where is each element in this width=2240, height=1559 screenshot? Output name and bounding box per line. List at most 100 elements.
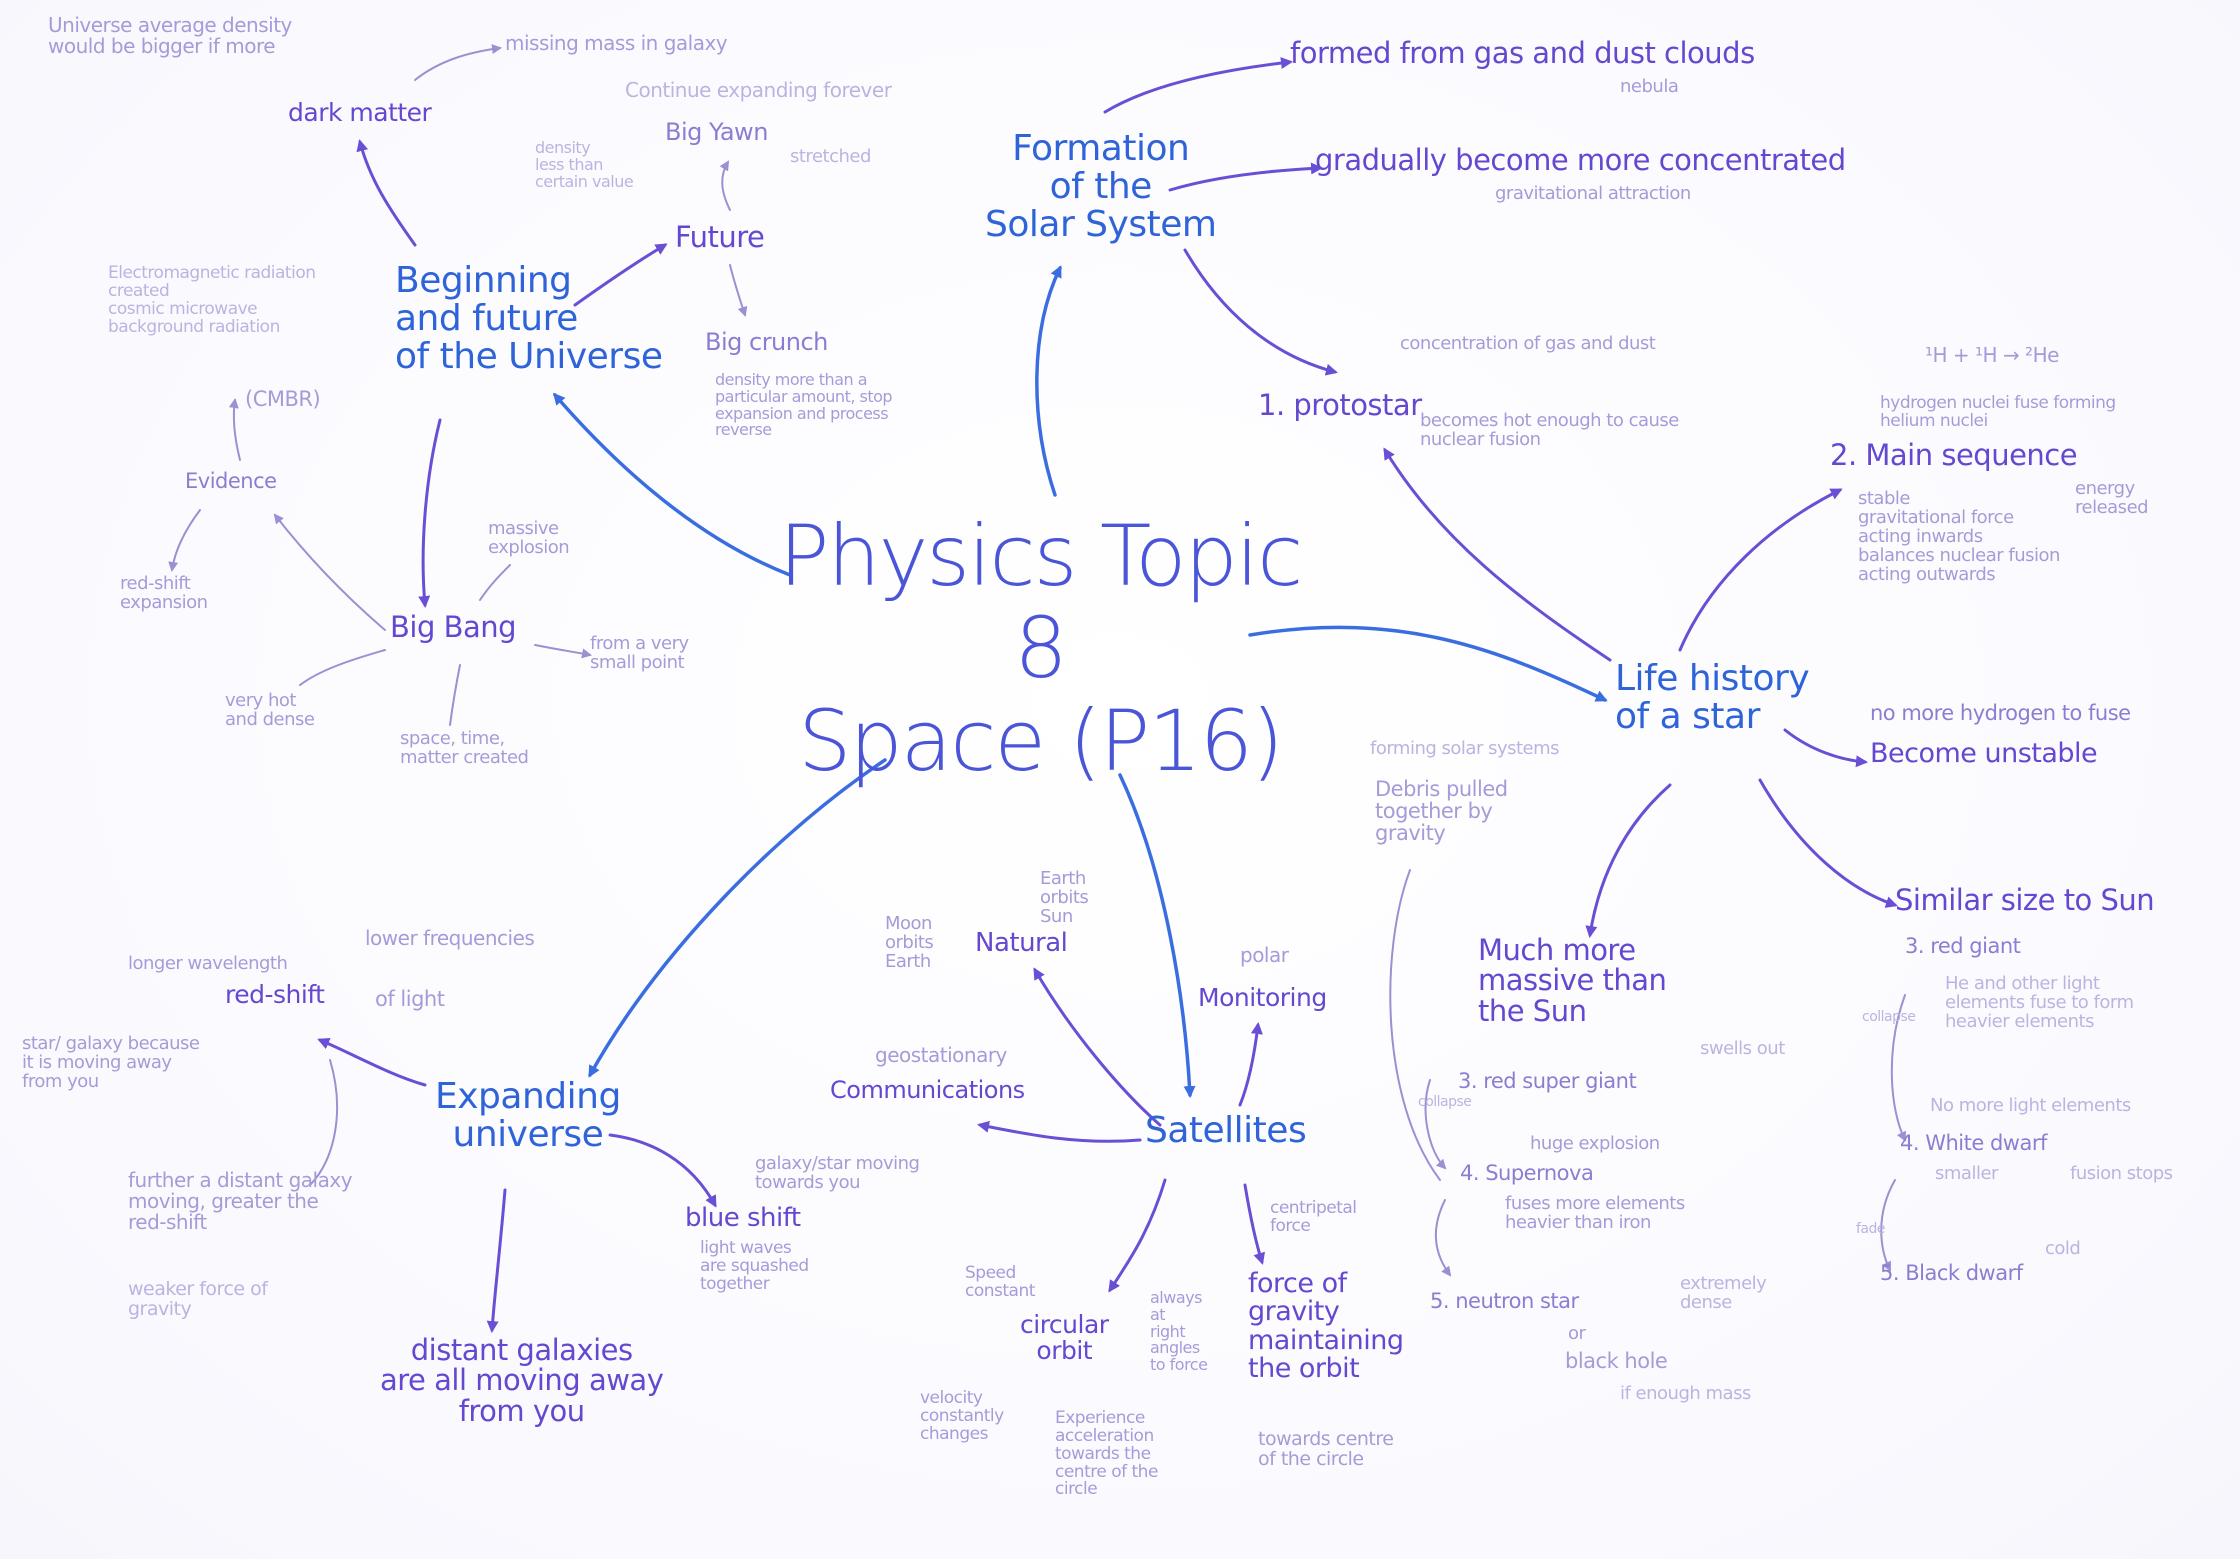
or-note: or [1568, 1323, 1586, 1344]
protostar-hot-note: becomes hot enough to cause nuclear fusi… [1420, 410, 1679, 450]
future-label: Future [675, 220, 765, 254]
fade-note: fade [1856, 1221, 1886, 1237]
future-side-note: density less than certain value [535, 138, 634, 191]
moon-note: Moon orbits Earth [885, 913, 934, 972]
arrow-whitedwarf-blackdwarf [1880, 1179, 1896, 1272]
fusion-stops-note: fusion stops [2070, 1163, 2173, 1184]
arrow-star-mainseq [1678, 488, 1843, 652]
expanding-heading: Expanding universe [435, 1076, 621, 1155]
arrow-beginning-bigbang [418, 418, 442, 608]
big-yawn-side: stretched [790, 146, 871, 167]
arrow-star-unstable [1783, 728, 1868, 768]
density-note: Universe average density would be bigger… [48, 13, 292, 58]
towards-centre-note: towards centre of the circle [1258, 1428, 1394, 1470]
communications-label: Communications [830, 1076, 1025, 1104]
arrow-to-expanding [588, 758, 887, 1078]
white-dwarf-label: 4. White dwarf [1900, 1131, 2047, 1155]
bb-created-note: space, time, matter created [400, 728, 529, 768]
main-sequence-label: 2. Main sequence [1830, 438, 2078, 472]
arrow-to-satellites [1118, 773, 1196, 1098]
monitoring-label: Monitoring [1198, 983, 1327, 1012]
supernova-note: fuses more elements heavier than iron [1505, 1193, 1685, 1233]
centripetal-note: centripetal force [1270, 1198, 1357, 1236]
protostar-conc-note: concentration of gas and dust [1400, 333, 1656, 354]
formation-concentrated: gradually become more concentrated [1315, 143, 1846, 177]
line-bigbang-hot [299, 649, 386, 686]
arrow-dark-note [414, 44, 502, 81]
similar-size-label: Similar size to Sun [1895, 883, 2155, 917]
arrow-star-massive [1585, 783, 1672, 938]
big-crunch-note: density more than a particular amount, s… [715, 370, 893, 440]
red-giant-note: He and other light elements fuse to form… [1945, 973, 2134, 1032]
force-gravity-label: force of gravity maintaining the orbit [1248, 1268, 1404, 1385]
grav-attraction-note: gravitational attraction [1495, 183, 1691, 204]
blue-shift-note: galaxy/star moving towards you [755, 1153, 920, 1193]
bb-explosion-note: massive explosion [488, 518, 570, 558]
arrow-evidence-cmbr [228, 398, 241, 461]
formation-heading: Formation of the Solar System [985, 128, 1217, 245]
unstable-label: Become unstable [1870, 738, 2098, 769]
fusion-note: hydrogen nuclei fuse forming helium nucl… [1880, 393, 2116, 431]
stable-note: stable gravitational force acting inward… [1858, 488, 2060, 585]
arrow-to-beginning [553, 392, 792, 577]
blue-shift-label: blue shift [685, 1203, 801, 1233]
bb-point-note: from a very small point [590, 633, 689, 673]
fusion-equation: ¹H + ¹H → ²He [1925, 343, 2059, 367]
arrow-to-formation [1035, 265, 1062, 497]
acceleration-note: Experience acceleration towards the cent… [1055, 1408, 1158, 1500]
protostar-label: 1. protostar [1258, 388, 1422, 422]
arrow-bigbang-explosion [479, 564, 511, 601]
nebula-note: nebula [1620, 76, 1679, 97]
distant-galaxies-label: distant galaxies are all moving away fro… [380, 1333, 664, 1428]
right-angles-note: always at right angles to force [1150, 1288, 1208, 1375]
arrow-sat-communications [977, 1120, 1142, 1143]
evidence-label: Evidence [185, 469, 277, 493]
satellites-heading: Satellites [1145, 1110, 1307, 1151]
collapse-note-2: collapse [1862, 1009, 1916, 1025]
black-dwarf-label: 5. Black dwarf [1880, 1261, 2023, 1285]
big-yawn-label: Big Yawn [665, 118, 768, 146]
arrow-sat-circular [1108, 1178, 1167, 1293]
arrow-evidence-redshift [168, 509, 201, 572]
formation-gas: formed from gas and dust clouds [1290, 36, 1755, 70]
dark-matter-note: missing mass in galaxy [505, 31, 728, 55]
debris-note: Debris pulled together by gravity [1375, 777, 1508, 846]
star-heading: Life history of a star [1615, 658, 1810, 737]
star-galaxy-note: star/ galaxy because it is moving away f… [22, 1033, 200, 1092]
cmbr-note: Electromagnetic radiation created cosmic… [108, 263, 316, 337]
of-light-note: of light [375, 987, 445, 1011]
massive-label: Much more massive than the Sun [1478, 933, 1667, 1028]
line-bigbang-created [449, 664, 461, 726]
lower-frequencies-note: lower frequencies [365, 926, 535, 950]
arrow-bigbang-point [534, 644, 592, 659]
geostationary-note: geostationary [875, 1043, 1007, 1067]
supernova-label: 4. Supernova [1460, 1161, 1594, 1185]
speed-note: Speed constant [965, 1263, 1035, 1301]
blue-shift-note-2: light waves are squashed together [700, 1238, 809, 1294]
arrow-sat-force [1243, 1183, 1265, 1265]
arrow-expanding-blueshift [608, 1133, 717, 1208]
no-hydrogen-note: no more hydrogen to fuse [1870, 701, 2131, 725]
velocity-note: velocity constantly changes [920, 1388, 1004, 1444]
arrow-expanding-distant [486, 1188, 507, 1333]
no-light-note: No more light elements [1930, 1095, 2131, 1116]
beginning-heading: Beginning and future of the Universe [395, 260, 663, 377]
arrow-future-yawn [719, 160, 731, 211]
big-yawn-note: Continue expanding forever [625, 78, 892, 102]
circular-orbit-label: circular orbit [1020, 1310, 1109, 1366]
redshift-expansion-note: red-shift expansion [120, 573, 208, 613]
arrow-to-star [1248, 625, 1608, 702]
arrow-formation-gas [1103, 57, 1293, 114]
arrow-beginning-darkmatter [356, 139, 417, 247]
arrow-supergiant-supernova [1424, 1079, 1447, 1170]
energy-note: energy released [2075, 478, 2149, 518]
red-shift-label: red-shift [225, 980, 325, 1009]
polar-note: polar [1240, 943, 1289, 967]
neutron-star-label: 5. neutron star [1430, 1289, 1579, 1313]
big-crunch-label: Big crunch [705, 328, 828, 356]
arrow-redgiant-whitedwarf [1890, 994, 1906, 1142]
dense-note: extremely dense [1680, 1273, 1767, 1313]
line-redshift-note [309, 1059, 339, 1186]
arrow-star-protostar [1383, 447, 1612, 662]
